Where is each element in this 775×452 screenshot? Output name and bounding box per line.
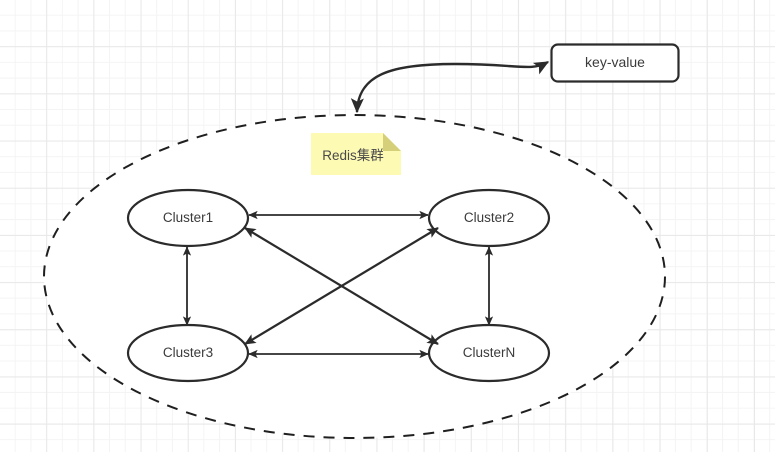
node-cluster2[interactable] <box>427 188 551 248</box>
edge-cluster2-cluster3 <box>244 227 439 345</box>
node-cluster3[interactable] <box>126 323 250 383</box>
keyvalue-box[interactable] <box>550 43 680 83</box>
node-cluster1[interactable] <box>126 188 250 248</box>
note-body <box>311 133 401 175</box>
node-clusterN[interactable] <box>427 323 551 383</box>
note-label: Redis集群 <box>322 148 384 163</box>
note-fold-icon <box>383 133 401 151</box>
boundary-to-keyvalue-connector <box>350 60 550 114</box>
keyvalue-box-label: key-value <box>585 54 645 70</box>
